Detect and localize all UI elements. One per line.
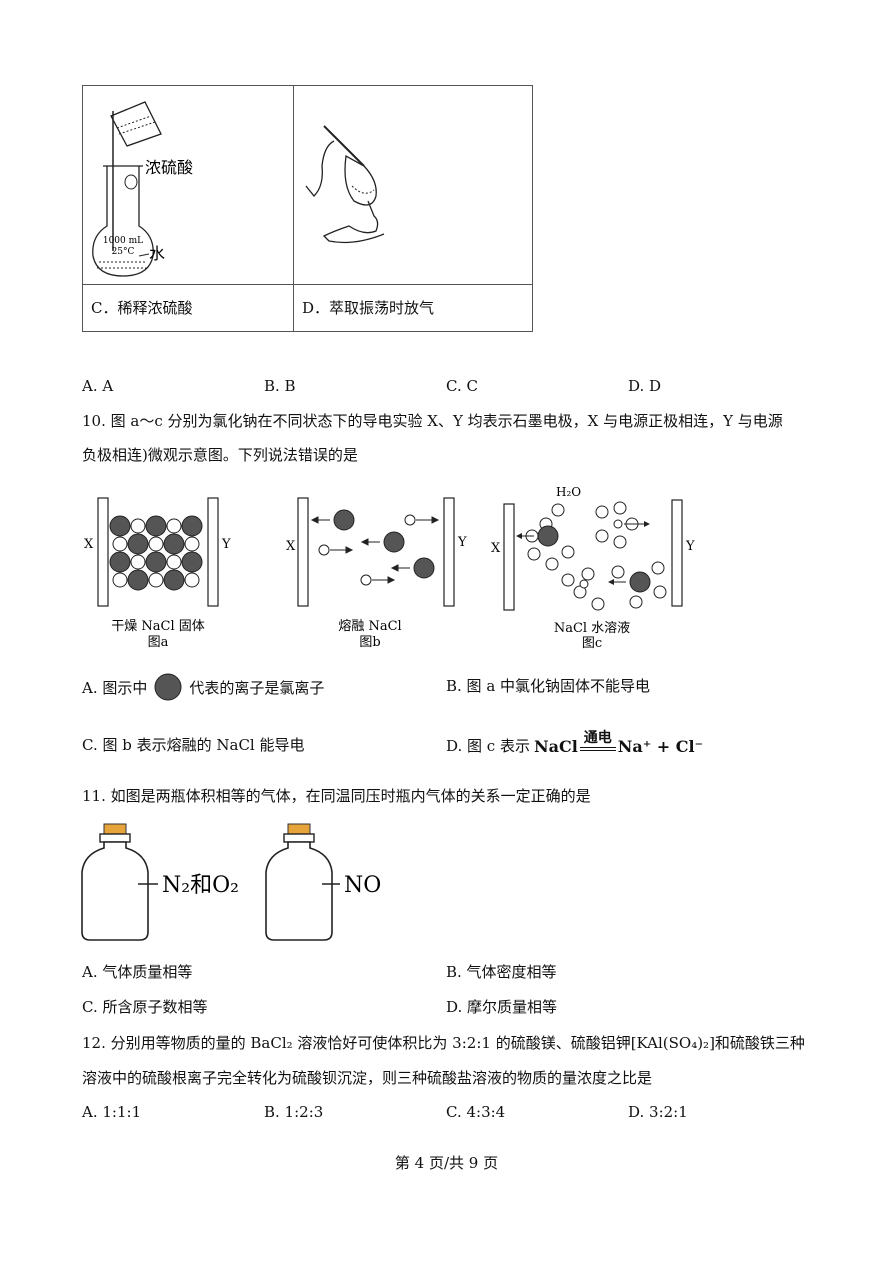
fig-b-caption: 熔融 NaCl (338, 619, 401, 634)
electrode-x-a (97, 497, 109, 607)
dilution-apparatus-icon: 1000 mL 25°C 浓硫酸 水 (92, 101, 193, 277)
q10-option-d-prefix: D. 图 c 表示 (446, 737, 530, 755)
equation-rhs: Na⁺ + Cl⁻ (617, 737, 704, 756)
hydrated-ions (516, 501, 667, 611)
q9-answer-c[interactable]: C. C (446, 377, 478, 395)
equation-condition: 通电 (583, 730, 612, 746)
volumetric-flask-icon (92, 165, 154, 277)
q10-option-c[interactable]: C. 图 b 表示熔融的 NaCl 能导电 (82, 736, 305, 754)
q10-stem-line2: 负极相连)微观示意图。下列说法错误的是 (82, 446, 358, 464)
figure-a: X Y 干燥 NaCl 固体 图a (84, 497, 231, 650)
electrode-y-b (443, 497, 455, 607)
equation-lhs: NaCl (533, 737, 578, 756)
gas-bottles-figure: N₂和O₂ NO (81, 823, 381, 941)
water-molecule-label: H₂O (556, 485, 581, 499)
option-c-caption: C．稀释浓硫酸 (91, 299, 193, 317)
nacl-crystal-lattice (109, 515, 203, 591)
q11-option-c[interactable]: C. 所含原子数相等 (82, 998, 208, 1016)
fig-b-name: 图b (359, 635, 380, 650)
fig-a-caption: 干燥 NaCl 固体 (111, 619, 205, 634)
q10-option-d[interactable]: D. 图 c 表示 NaCl 通电 Na⁺ + Cl⁻ (446, 720, 703, 760)
separatory-funnel-hands-icon (305, 125, 385, 244)
q12-answer-a[interactable]: A. 1:1:1 (82, 1103, 142, 1121)
q9-answer-a[interactable]: A. A (82, 377, 114, 395)
q9-answer-d[interactable]: D. D (628, 377, 662, 395)
option-c-figure-cell: 1000 mL 25°C 浓硫酸 水 (82, 85, 294, 285)
conc-acid-label: 浓硫酸 (145, 158, 193, 177)
option-d-caption: D．萃取振荡时放气 (302, 299, 435, 317)
fig-a-name: 图a (148, 635, 169, 650)
figure-b: X Y 熔融 NaCl 图b (286, 497, 467, 650)
water-label: 水 (149, 244, 165, 263)
bottle2-gas-label: NO (344, 873, 381, 898)
flask-temp-label: 25°C (112, 247, 135, 257)
molten-ions (310, 509, 440, 586)
q10-option-a[interactable]: A. 图示中 代表的离子是氯离子 (82, 673, 324, 701)
electrode-x-b (297, 497, 309, 607)
gas-bottle-icon (265, 823, 340, 941)
electrode-y-label-a: Y (221, 537, 231, 552)
hydrated-cl-ion-1 (516, 503, 575, 571)
q12-answer-b[interactable]: B. 1:2:3 (264, 1103, 324, 1121)
q10-option-a-suffix: 代表的离子是氯离子 (189, 678, 325, 697)
q12-answer-c[interactable]: C. 4:3:4 (446, 1103, 506, 1121)
option-d-caption-cell: D．萃取振荡时放气 (293, 284, 533, 332)
hydrated-na-ion-1 (595, 501, 650, 549)
q9-answer-b[interactable]: B. B (264, 377, 296, 395)
q10-stem-line1: 10. 图 a～c 分别为氯化钠在不同状态下的导电实验 X、Y 均表示石墨电极，… (82, 412, 783, 430)
bottle1-gas-label: N₂和O₂ (162, 873, 239, 898)
q12-answer-d[interactable]: D. 3:2:1 (628, 1103, 688, 1121)
page-number: 第 4 页/共 9 页 (394, 1154, 499, 1172)
fig-c-name: 图c (582, 636, 602, 651)
q12-stem-line2: 溶液中的硫酸根离子完全转化为硫酸钡沉淀，则三种硫酸盐溶液的物质的量浓度之比是 (82, 1069, 653, 1087)
q11-option-a[interactable]: A. 气体质量相等 (82, 963, 193, 981)
q10-option-b[interactable]: B. 图 a 中氯化钠固体不能导电 (446, 677, 651, 695)
q11-stem: 11. 如图是两瓶体积相等的气体，在同温同压时瓶内气体的关系一定正确的是 (82, 787, 591, 805)
electrode-y-label-c: Y (685, 539, 695, 554)
gas-bottle-icon (81, 823, 158, 941)
option-c-caption-cell: C．稀释浓硫酸 (82, 284, 294, 332)
electrode-x-label-b: X (286, 539, 296, 554)
electrode-x-label-a: X (84, 537, 94, 552)
q11-option-d[interactable]: D. 摩尔质量相等 (446, 998, 558, 1016)
q11-option-b[interactable]: B. 气体密度相等 (446, 963, 557, 981)
flask-volume-label: 1000 mL (103, 236, 143, 246)
fig-c-caption: NaCl 水溶液 (554, 621, 630, 636)
nacl-conductivity-figures: X Y 干燥 NaCl 固体 图a X Y (84, 485, 695, 651)
hydrated-cl-ion-2 (561, 567, 605, 611)
q10-option-a-prefix: A. 图示中 (82, 678, 148, 697)
hydrated-cl-ion-3 (608, 561, 667, 609)
figure-c: X Y H₂O (491, 485, 695, 651)
electrode-x-c (503, 503, 515, 611)
beaker-pour-icon (110, 101, 162, 147)
dark-circle-ion-icon (154, 673, 182, 701)
electrode-x-label-c: X (491, 541, 501, 556)
equation-arrow: 通电 (579, 727, 616, 760)
electrode-y-c (671, 499, 683, 607)
stopper-icon (124, 174, 138, 190)
electrode-y-a (207, 497, 219, 607)
electrode-y-label-b: Y (457, 535, 467, 550)
q12-stem-line1: 12. 分别用等物质的量的 BaCl₂ 溶液恰好可使体积比为 3:2:1 的硫酸… (82, 1034, 805, 1052)
option-d-figure-cell (293, 85, 533, 285)
